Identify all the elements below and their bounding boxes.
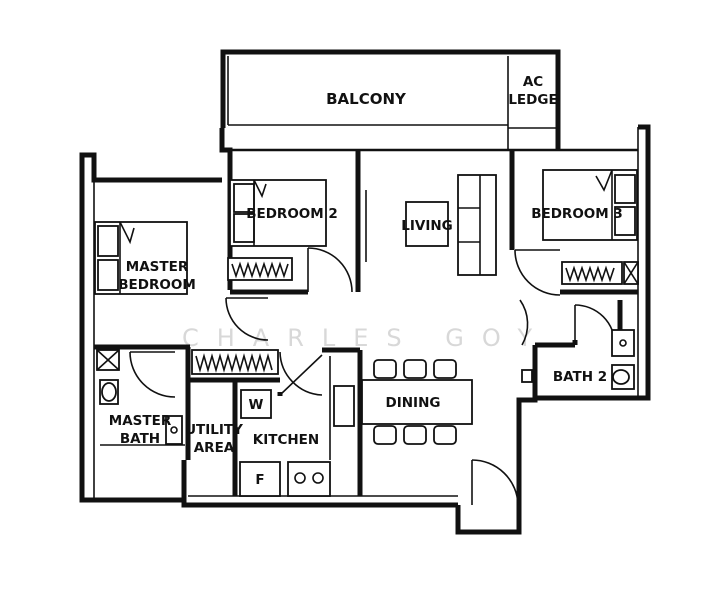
dining-chair-2	[403, 359, 427, 379]
label-master-bedroom-line1: MASTER	[126, 259, 189, 275]
kitchen-door-leaf	[279, 354, 323, 396]
master-toilet-bowl	[101, 382, 117, 402]
master-bath-basin	[165, 415, 183, 445]
dining-chair-5	[403, 425, 427, 445]
label-bath2: BATH 2	[553, 369, 607, 385]
entrance-door-swing	[471, 459, 519, 506]
dining-table	[361, 379, 473, 425]
doors	[129, 247, 616, 506]
label-living: LIVING	[401, 218, 452, 234]
master-bath-shaft-x2	[96, 349, 120, 371]
hob-burner-2	[312, 472, 324, 484]
dining-chair-6	[433, 425, 457, 445]
bedroom3-pillow-2	[614, 206, 636, 236]
hall-door-swing	[519, 299, 529, 346]
master-bath-door-swing	[129, 351, 176, 398]
label-dining: DINING	[386, 395, 441, 411]
entrance-wall	[455, 460, 522, 535]
bottom-wall	[181, 460, 458, 508]
bedroom3-pillow-1	[614, 174, 636, 204]
label-master-bedroom-line2: BEDROOM	[118, 277, 196, 293]
washer	[240, 389, 272, 419]
dining-chair-1	[373, 359, 397, 379]
label-utility-line2: AREA	[194, 440, 235, 456]
living-sofa	[457, 174, 497, 276]
furniture	[94, 169, 639, 497]
dining-chair-3	[433, 359, 457, 379]
label-washer: W	[249, 397, 264, 413]
label-bedroom3: BEDROOM 3	[531, 206, 623, 222]
bedroom3-blanket-fold	[595, 169, 613, 192]
balcony-wall	[220, 49, 561, 150]
living-label-box	[405, 201, 449, 247]
master-blanket-fold	[119, 221, 135, 245]
fridge	[239, 461, 281, 497]
label-ac-ledge-line1: AC	[523, 74, 543, 90]
bath2-toilet-bowl	[612, 369, 630, 385]
master-pillow-1	[97, 225, 119, 257]
room-labels: BALCONY AC LEDGE BEDROOM 2 LIVING BEDROO…	[109, 74, 623, 488]
bath2-door-swing	[574, 304, 616, 346]
label-ac-ledge-line2: LEDGE	[508, 92, 557, 108]
bath2-shaft	[521, 369, 533, 383]
bedroom3-wardrobe-hangers	[565, 265, 615, 283]
master-basin-drain	[170, 426, 178, 434]
kitchen-door-swing	[279, 351, 323, 396]
bedroom3-ac-x2	[623, 261, 639, 285]
label-bedroom2: BEDROOM 2	[246, 206, 338, 222]
label-fridge: F	[255, 472, 264, 488]
bedroom2-wardrobe-hangers	[231, 261, 289, 279]
label-balcony: BALCONY	[326, 90, 407, 108]
utility-wardrobe-hangers	[195, 353, 273, 373]
label-master-bath-line2: BATH	[120, 431, 160, 447]
label-master-bath-line1: MASTER	[109, 413, 172, 429]
left-wall	[79, 152, 222, 503]
bath2-basin-drain	[619, 339, 627, 347]
hob-burner-1	[294, 472, 306, 484]
master-pillow-2	[97, 259, 119, 291]
master-door-swing	[225, 297, 269, 341]
label-utility-line1: UTILITY	[185, 422, 243, 438]
bedroom2-door-swing	[307, 247, 353, 293]
watermark-text: CHARLES GOY	[182, 324, 550, 352]
dining-chair-4	[373, 425, 397, 445]
bath2-basin	[611, 329, 635, 357]
label-kitchen: KITCHEN	[253, 432, 319, 448]
bedroom3-door-swing	[514, 249, 561, 296]
kitchen-sink	[333, 385, 355, 427]
bedroom2-blanket-fold	[253, 179, 267, 199]
